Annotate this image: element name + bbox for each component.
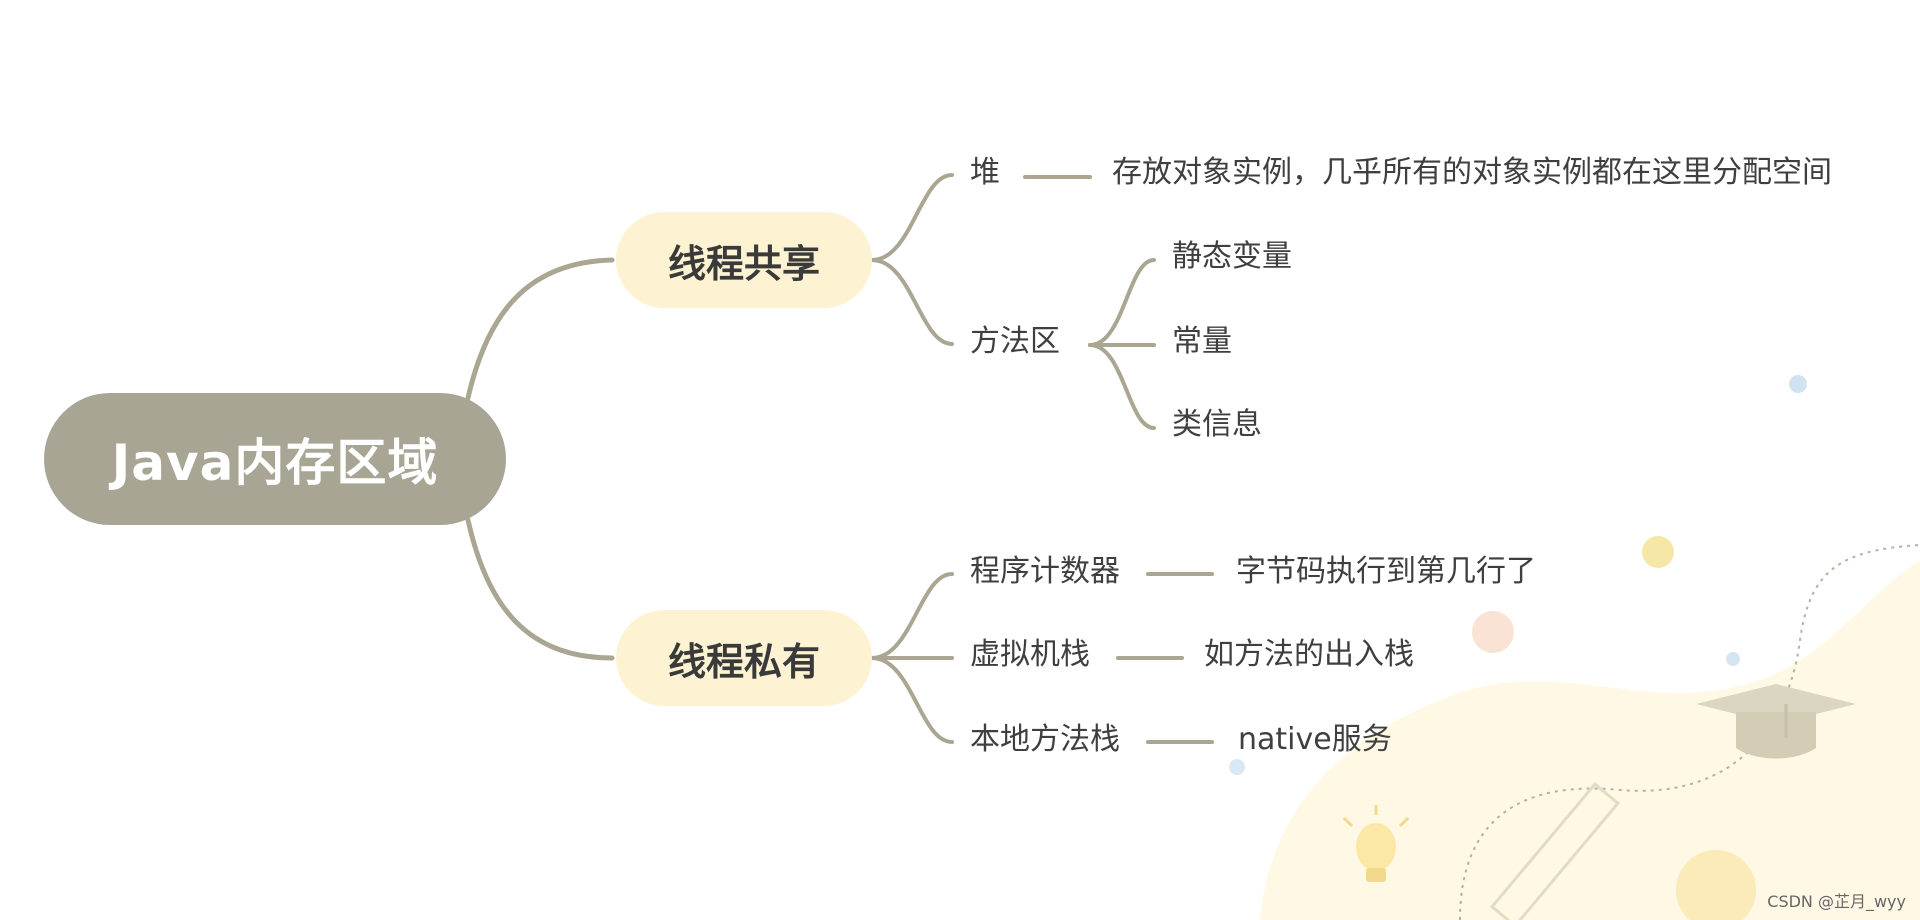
graduation-cap-icon bbox=[1696, 684, 1856, 759]
background-blob bbox=[1260, 560, 1920, 920]
decor-dot-blue-tiny bbox=[1229, 759, 1245, 775]
leaf-class-info: 类信息 bbox=[1172, 407, 1262, 442]
leaf-method-area: 方法区 bbox=[970, 324, 1060, 359]
decor-dot-blue bbox=[1789, 375, 1807, 393]
leaf-native-method-stack-note: native服务 bbox=[1238, 722, 1392, 757]
root-node: Java内存区域 bbox=[44, 393, 506, 525]
watermark: CSDN @芷月_wyy bbox=[1767, 892, 1906, 911]
leaf-static-variables: 静态变量 bbox=[1172, 239, 1292, 274]
connector-root-to-private bbox=[465, 517, 615, 661]
ruler-icon bbox=[1489, 781, 1621, 920]
leaf-constants: 常量 bbox=[1172, 324, 1232, 359]
leaf-native-method-stack: 本地方法栈 bbox=[970, 722, 1120, 757]
leaf-vm-stack: 虚拟机栈 bbox=[970, 637, 1090, 672]
connector-private-to-native bbox=[870, 656, 954, 744]
root-node-label: Java内存区域 bbox=[111, 434, 439, 492]
branch-label: 线程共享 bbox=[667, 241, 820, 286]
connector-private-to-pc bbox=[870, 572, 954, 660]
decor-dot-yellow bbox=[1642, 536, 1674, 568]
leaf-program-counter-note: 字节码执行到第几行了 bbox=[1236, 554, 1536, 589]
dotted-curve bbox=[1459, 544, 1920, 920]
leaf-heap: 堆 bbox=[970, 155, 1000, 190]
decor-dot-blue-small bbox=[1726, 652, 1740, 666]
decor-flask-body bbox=[1676, 850, 1756, 920]
leaf-vm-stack-note: 如方法的出入栈 bbox=[1204, 637, 1414, 672]
connector-shared-to-heap bbox=[870, 173, 954, 262]
branch-label: 线程私有 bbox=[667, 639, 820, 684]
connector-method-to-classinfo bbox=[1088, 343, 1156, 430]
connector-shared-to-method-area bbox=[870, 258, 954, 346]
leaf-program-counter: 程序计数器 bbox=[970, 554, 1120, 589]
connector-root-to-shared bbox=[465, 257, 615, 401]
branch-node-thread-private: 线程私有 bbox=[616, 610, 872, 706]
connector-method-to-static bbox=[1088, 258, 1156, 347]
decor-dot-peach bbox=[1472, 611, 1514, 653]
leaf-heap-note: 存放对象实例，几乎所有的对象实例都在这里分配空间 bbox=[1112, 155, 1832, 190]
lightbulb-icon bbox=[1342, 805, 1410, 882]
branch-node-thread-shared: 线程共享 bbox=[616, 212, 872, 308]
